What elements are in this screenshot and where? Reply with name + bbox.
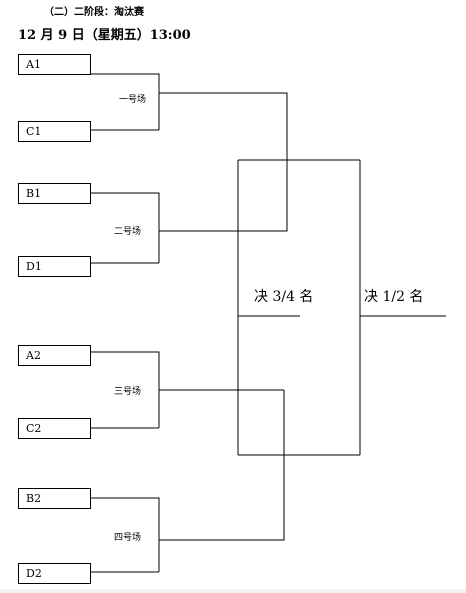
bracket-line-b2 <box>91 497 160 572</box>
venue-label-2: 二号场 <box>114 227 142 237</box>
third-place-label: 决 3/4 名 <box>254 289 314 305</box>
venue-label-4: 四号场 <box>114 533 142 543</box>
team-box-a1: A1 <box>18 54 91 75</box>
team-box-b1: B1 <box>18 183 91 204</box>
bracket-line-a1 <box>91 73 160 130</box>
team-box-d1: D1 <box>18 256 91 277</box>
page-bottom-strip <box>0 589 466 593</box>
bracket-line-match4-winner <box>159 390 285 541</box>
bracket-line-b1 <box>91 192 160 263</box>
team-box-c1: C1 <box>18 121 91 142</box>
bracket-line-match2-winner <box>159 160 288 232</box>
bracket-line-a2 <box>91 351 160 428</box>
venue-label-3: 三号场 <box>114 387 142 397</box>
team-box-a2: A2 <box>18 345 91 366</box>
team-box-b2: B2 <box>18 488 91 509</box>
bracket-line-match1-winner <box>159 92 288 160</box>
match-date-time: 12 月 9 日（星期五）13:00 <box>18 28 191 43</box>
venue-label-1: 一号场 <box>119 95 147 105</box>
stage-title: （二）二阶段：淘汰赛 <box>44 7 144 18</box>
team-box-c2: C2 <box>18 418 91 439</box>
team-box-d2: D2 <box>18 563 91 584</box>
first-place-label: 决 1/2 名 <box>364 289 424 305</box>
